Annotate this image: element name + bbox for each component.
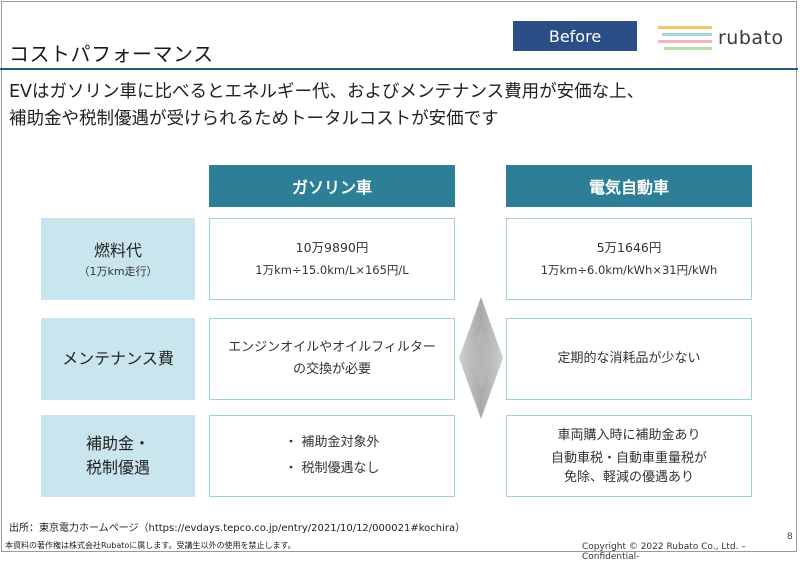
- row-label-fuel-sub: （1万km走行）: [78, 265, 158, 278]
- cell-fuel-gasoline: 10万9890円 1万km÷15.0km/L×165円/L: [209, 218, 455, 300]
- cell-maintenance-ev: 定期的な消耗品が少ない: [506, 318, 752, 400]
- maintenance-ev-line1: 定期的な消耗品が少ない: [557, 351, 701, 366]
- maintenance-gasoline-line1: エンジンオイルやオイルフィルター: [228, 340, 436, 355]
- footer-copyright: Copyright © 2022 Rubato Co., Ltd. –Confi…: [582, 542, 746, 562]
- logo-text: rubato: [718, 27, 784, 49]
- column-header-gasoline: ガソリン車: [209, 165, 455, 207]
- list-item: 補助金対象外: [284, 430, 380, 456]
- subsidy-ev-line3: 免除、軽減の優遇あり: [563, 469, 694, 485]
- subsidy-ev-line1: 車両購入時に補助金あり: [557, 427, 701, 443]
- before-badge: Before: [513, 21, 637, 51]
- rubato-logo-icon: [658, 26, 712, 50]
- cell-subsidy-ev: 車両購入時に補助金あり 自動車税・自動車重量税が 免除、軽減の優遇あり: [506, 415, 752, 497]
- list-item: 税制優遇なし: [284, 456, 380, 482]
- lead-line-1: EVはガソリン車に比べるとエネルギー代、およびメンテナンス費用が安価な上、: [9, 82, 645, 102]
- title-divider: [0, 68, 798, 70]
- row-label-subsidy: 補助金・ 税制優遇: [41, 415, 195, 497]
- slide-frame: [1, 1, 797, 552]
- footer-note: 本資料の著作権は株式会社Rubatoに属します。受講生以外の使用を禁止します。: [5, 541, 296, 550]
- footer-source: 出所：東京電力ホームページ（https://evdays.tepco.co.jp…: [9, 523, 466, 534]
- subsidy-gasoline-list: 補助金対象外 税制優遇なし: [284, 430, 380, 482]
- fuel-gasoline-value: 10万9890円: [295, 240, 369, 255]
- lead-text: EVはガソリン車に比べるとエネルギー代、およびメンテナンス費用が安価な上、 補助…: [9, 79, 789, 133]
- slide-title: コストパフォーマンス: [9, 42, 214, 66]
- lead-line-2: 補助金や税制優遇が受けられるためトータルコストが安価です: [9, 109, 499, 129]
- row-label-subsidy-line2: 税制優遇: [85, 458, 150, 477]
- row-label-subsidy-line1: 補助金・: [85, 434, 150, 453]
- page-number: 8: [787, 532, 793, 542]
- fuel-gasoline-detail: 1万km÷15.0km/L×165円/L: [255, 263, 409, 277]
- row-label-fuel: 燃料代 （1万km走行）: [41, 218, 195, 300]
- row-label-fuel-text: 燃料代: [93, 241, 142, 260]
- row-label-maintenance-text: メンテナンス費: [62, 349, 174, 368]
- cell-fuel-ev: 5万1646円 1万km÷6.0km/kWh×31円/kWh: [506, 218, 752, 300]
- fuel-ev-detail: 1万km÷6.0km/kWh×31円/kWh: [540, 263, 718, 277]
- row-label-maintenance: メンテナンス費: [41, 318, 195, 400]
- double-arrow-icon: [459, 297, 503, 419]
- subsidy-ev-line2: 自動車税・自動車重量税が: [550, 450, 707, 466]
- cell-maintenance-gasoline: エンジンオイルやオイルフィルター の交換が必要: [209, 318, 455, 400]
- column-header-ev: 電気自動車: [506, 165, 752, 207]
- fuel-ev-value: 5万1646円: [596, 240, 662, 255]
- maintenance-gasoline-line2: の交換が必要: [292, 362, 371, 377]
- cell-subsidy-gasoline: 補助金対象外 税制優遇なし: [209, 415, 455, 497]
